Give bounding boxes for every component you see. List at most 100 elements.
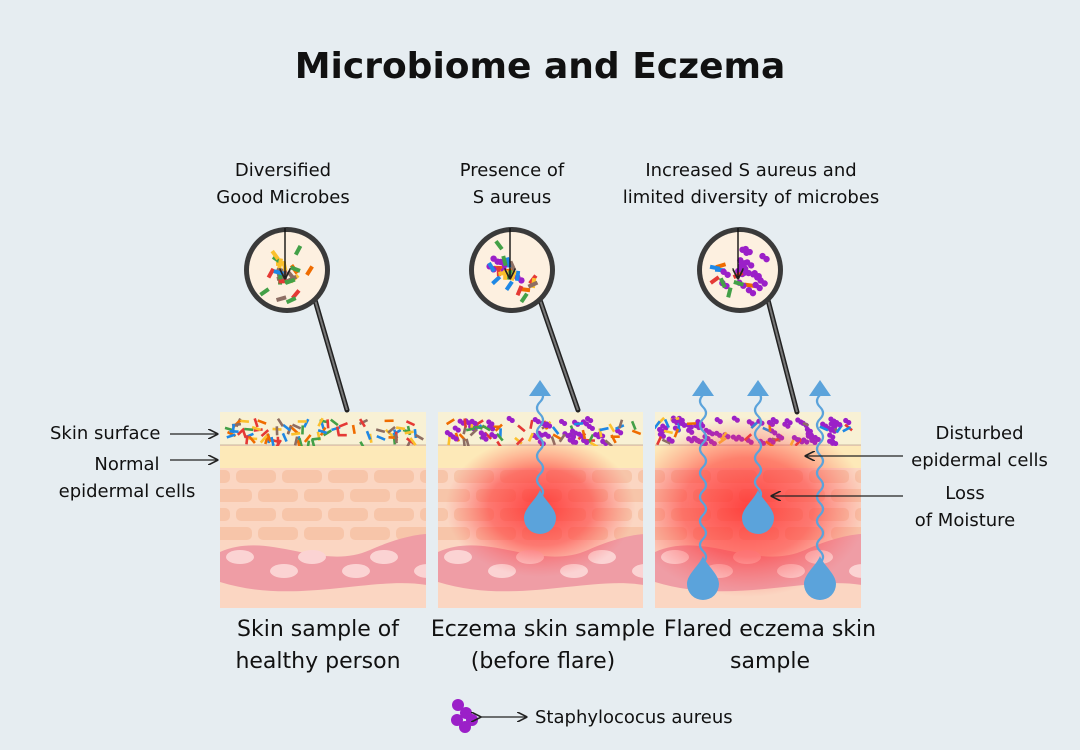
lens-microbe-3 — [709, 264, 721, 271]
skin-surface-label: Skin surface — [50, 423, 161, 444]
panel2-microbe — [573, 422, 584, 426]
dermis-cell-1 — [226, 550, 254, 564]
moisture-path-panel3-left-head — [692, 380, 714, 396]
moisture-path-panel2-head — [529, 380, 551, 396]
lens-microbe-1 — [291, 289, 301, 300]
panel2-microbe — [617, 419, 624, 429]
epidermal-cell-2 — [638, 508, 643, 521]
panel1-microbe — [335, 426, 341, 436]
lens-microbe-1 — [270, 249, 280, 261]
dermis-cell-1 — [414, 564, 426, 578]
moisture-drop-panel2 — [524, 490, 556, 534]
panel2-microbe — [551, 426, 560, 435]
panel1-microbe — [298, 437, 304, 448]
panel2-microbe — [465, 427, 476, 432]
panel1-microbe — [394, 434, 398, 444]
panel1-microbe — [337, 433, 347, 437]
lens-microbe-2 — [515, 270, 521, 282]
panel1-microbe — [322, 429, 332, 437]
epidermal-cell-1 — [328, 470, 368, 483]
epidermal-cell-2 — [438, 508, 448, 521]
panel2-microbe — [473, 424, 483, 430]
panel2-microbe — [581, 429, 587, 440]
panel2-staph-dot — [492, 433, 498, 440]
epidermal-cell-1 — [282, 508, 322, 521]
panel2-microbe — [499, 428, 502, 438]
panel3-microbe — [656, 436, 663, 446]
panel1-microbe — [291, 431, 301, 436]
moisture-path-panel3-mid — [753, 391, 763, 501]
panel3-microbe — [655, 420, 661, 430]
panel1-microbe — [251, 425, 262, 432]
lens-microbe-1 — [275, 295, 287, 302]
panel1-microbe — [275, 426, 279, 436]
lens-microbe-3 — [744, 282, 755, 288]
panel2-staph-dot — [588, 417, 594, 424]
panel2-microbe — [462, 425, 468, 435]
lens-microbe-3 — [733, 280, 745, 287]
panel2-staph-dot — [509, 417, 515, 424]
panel3-caption-line1: Flared eczema skin — [663, 617, 877, 642]
panel3-top-label-line2: limited diversity of microbes — [622, 187, 880, 208]
panel2-microbe — [587, 433, 595, 444]
disturbed-epidermal-label: Disturbed epidermal cells — [907, 420, 1052, 474]
lens-microbe-2 — [503, 269, 508, 280]
panel1-microbe — [365, 430, 372, 440]
magnifier-3 — [697, 227, 800, 415]
lens-microbe-1 — [289, 265, 301, 273]
epidermal-cell-1 — [258, 527, 298, 540]
panel3-staph-dot — [659, 428, 666, 435]
lens-microbe-1 — [259, 287, 270, 297]
epidermal-cell-2 — [438, 470, 448, 483]
panel1-microbe — [310, 438, 316, 449]
panel2-top-label-line2: S aureus — [472, 187, 552, 208]
panel1-microbe — [266, 433, 272, 443]
panel1-microbe — [326, 419, 330, 429]
panel2-staph-dot — [489, 426, 496, 432]
epidermal-cell-1 — [396, 489, 426, 502]
moisture-path-panel3-mid-head — [747, 380, 769, 396]
lens-microbe-2 — [519, 292, 529, 304]
legend-label: Staphylococus aureus — [535, 707, 733, 728]
panel1-microbe — [276, 418, 284, 427]
panel1-microbe — [253, 418, 259, 428]
normal-epidermal-label-line1: Normal — [94, 454, 160, 475]
panel1-microbe — [358, 418, 366, 428]
panel1-microbe — [301, 425, 305, 435]
panel1-microbe — [241, 428, 247, 439]
epidermis-top-1 — [220, 446, 426, 468]
epidermal-cell-1 — [328, 508, 368, 521]
panel3-caption: Flared eczema skin sample — [661, 614, 879, 678]
panel1-microbe — [405, 420, 416, 427]
panel1-microbe — [375, 428, 386, 434]
loss-of-moisture-label-line1: Loss — [945, 483, 985, 504]
panel1-microbe — [297, 420, 307, 423]
panel1-microbe — [409, 437, 417, 446]
panel1-microbe — [414, 433, 424, 441]
epidermal-cell-1 — [236, 508, 276, 521]
epidermal-cell-1 — [304, 527, 344, 540]
lens-microbe-1 — [277, 258, 284, 269]
epidermal-cell-1 — [220, 527, 252, 540]
dermis-cell-3 — [849, 564, 861, 578]
dermis-cell-2 — [632, 564, 643, 578]
panel1-microbe — [281, 432, 288, 443]
epidermal-cell-1 — [258, 489, 298, 502]
skin-sample-1 — [220, 412, 426, 608]
panel2-top-label: Presence of S aureus — [412, 157, 612, 211]
panel2-caption-line1: Eczema skin sample — [430, 617, 656, 642]
magnifier-handle-shine-2 — [539, 299, 579, 411]
magnifier-2 — [469, 227, 581, 413]
panel2-staph-dot — [453, 436, 459, 442]
panel2-microbe — [490, 425, 500, 429]
epidermal-cell-1 — [350, 489, 390, 502]
lens-staph-3 — [749, 289, 757, 297]
dermis-cell-1 — [342, 564, 370, 578]
disturbed-epidermal-label-line2: epidermal cells — [911, 450, 1048, 471]
panel1-microbe — [257, 419, 267, 425]
panel1-microbe — [404, 430, 414, 435]
epidermal-cell-1 — [220, 470, 230, 483]
staph-cluster-cell — [451, 714, 463, 726]
panel1-microbe — [282, 423, 292, 432]
